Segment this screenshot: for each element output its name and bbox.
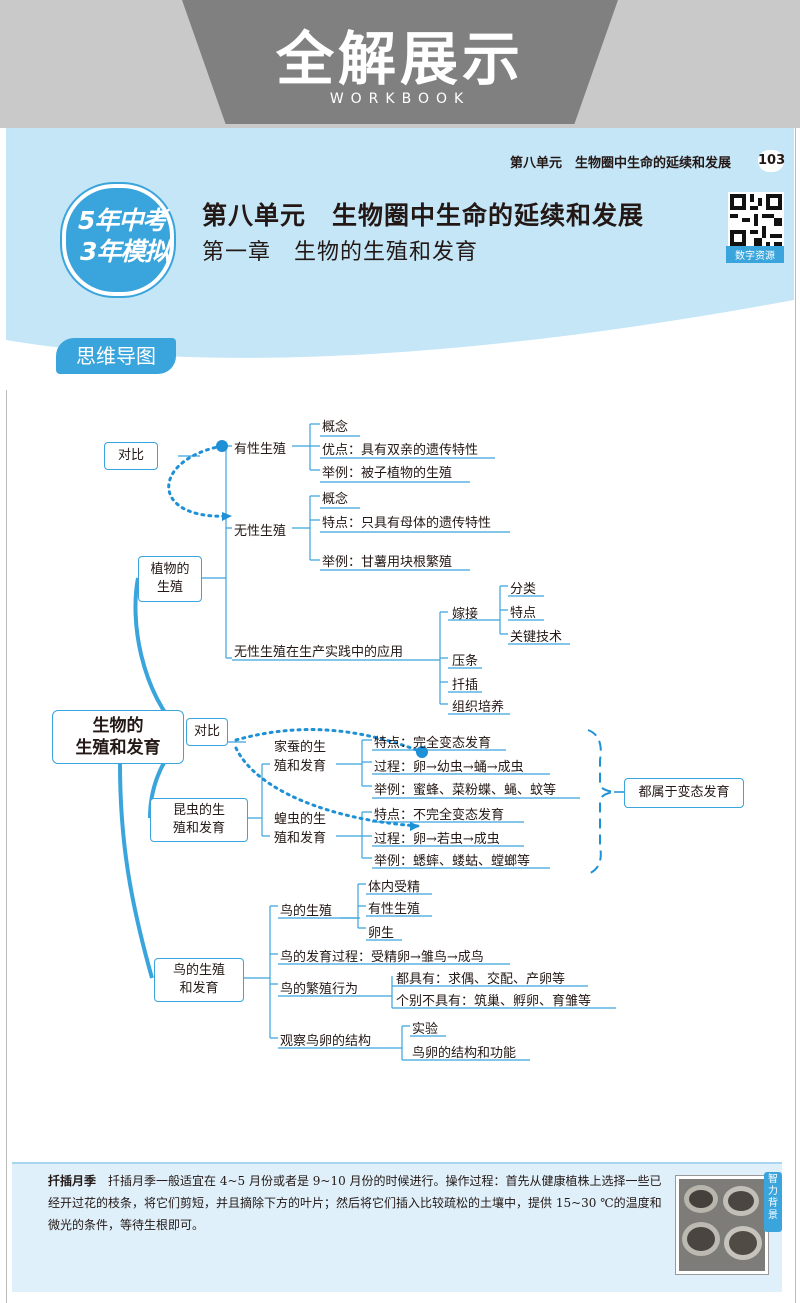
- node-bird-reproduction: 鸟的生殖: [280, 904, 333, 919]
- node-bird-behavior: 鸟的繁殖行为: [280, 982, 359, 997]
- node-bird-behavior-item: 都具有：求偶、交配、产卵等: [396, 972, 566, 987]
- node-bird-egg-item: 鸟卵的结构和功能: [412, 1046, 517, 1061]
- node-metamorphosis-summary: 都属于变态发育: [624, 778, 744, 808]
- node-asexual: 无性生殖: [234, 524, 287, 539]
- tip-box: [12, 1162, 782, 1292]
- node-grafting-item: 特点: [510, 606, 537, 621]
- tip-title: 扦插月季: [48, 1174, 97, 1188]
- node-bird-reproduction-item: 有性生殖: [368, 902, 421, 917]
- node-bird-development: 鸟的发育过程：受精卵→雏鸟→成鸟: [280, 950, 484, 965]
- node-bird-behavior-item: 个别不具有：筑巢、孵卵、育雏等: [396, 994, 592, 1009]
- logo-line2: 3年模拟: [80, 237, 169, 266]
- qr-code-icon[interactable]: [728, 192, 784, 248]
- node-sexual-item: 优点：具有双亲的遗传特性: [322, 443, 479, 458]
- node-sexual-item: 概念: [322, 420, 349, 435]
- series-logo: [62, 184, 174, 296]
- node-plant: 植物的 生殖: [138, 556, 202, 602]
- node-silkworm: 家蚕的生 殖和发育: [274, 740, 327, 774]
- section-tag: 思维导图: [56, 338, 176, 374]
- tip-body: 扦插月季一般适宜在 4~5 月份或者是 9~10 月份的时候进行。操作过程：首先…: [48, 1174, 662, 1232]
- running-head: 第八单元 生物圈中生命的延续和发展: [510, 156, 732, 171]
- header-wave: [6, 300, 794, 390]
- node-sexual: 有性生殖: [234, 442, 287, 457]
- node-locust-item: 特点：不完全变态发育: [374, 808, 505, 823]
- node-silkworm-item: 过程：卵→幼虫→蛹→成虫: [374, 760, 524, 775]
- banner-subtitle: WORKBOOK: [329, 91, 471, 107]
- logo-line1: 5年中考: [78, 206, 167, 235]
- node-silkworm-item: 特点：完全变态发育: [374, 736, 492, 751]
- node-grafting-item: 关键技术: [510, 630, 563, 645]
- tip-side-label: 智力背景: [764, 1172, 782, 1232]
- node-bird-egg: 观察鸟卵的结构: [280, 1034, 372, 1049]
- banner-title: 全解展示: [275, 25, 524, 93]
- node-bird-reproduction-item: 体内受精: [368, 880, 421, 895]
- node-locust-item: 举例：蟋蟀、蝼蛄、螳螂等: [374, 854, 531, 869]
- unit-title: 第八单元 生物圈中生命的延续和发展: [202, 201, 645, 230]
- node-asexual-item: 概念: [322, 492, 349, 507]
- node-grafting: 嫁接: [452, 607, 479, 622]
- node-silkworm-item: 举例：蜜蜂、菜粉蝶、蝇、蚊等: [374, 783, 557, 798]
- node-plant-compare: 对比: [104, 442, 158, 470]
- node-locust: 蝗虫的生 殖和发育: [274, 812, 327, 846]
- node-insect: 昆虫的生 殖和发育: [150, 798, 248, 842]
- node-application: 无性生殖在生产实践中的应用: [234, 645, 404, 660]
- node-application-item: 组织培养: [452, 700, 505, 715]
- node-bird: 鸟的生殖 和发育: [154, 958, 244, 1002]
- node-asexual-item: 举例：甘薯用块根繁殖: [322, 555, 453, 570]
- chapter-title: 第一章 生物的生殖和发育: [202, 240, 479, 265]
- node-asexual-item: 特点：只具有母体的遗传特性: [322, 516, 492, 531]
- node-application-item: 扦插: [452, 678, 479, 693]
- node-bird-egg-item: 实验: [412, 1022, 439, 1037]
- mindmap-root: 生物的 生殖和发育: [52, 710, 184, 764]
- banner-plate: [182, 0, 618, 124]
- qr-label: 数字资源: [726, 246, 784, 263]
- tip-photo: [676, 1176, 768, 1274]
- tip-text: 扦插月季 扦插月季一般适宜在 4~5 月份或者是 9~10 月份的时候进行。操作…: [48, 1170, 670, 1236]
- node-locust-item: 过程：卵→若虫→成虫: [374, 832, 500, 847]
- node-insect-compare: 对比: [186, 718, 228, 746]
- node-bird-reproduction-item: 卵生: [368, 926, 395, 941]
- node-grafting-item: 分类: [510, 582, 537, 597]
- node-application-item: 压条: [452, 654, 479, 669]
- page-number: 103: [758, 150, 785, 172]
- node-sexual-item: 举例：被子植物的生殖: [322, 466, 453, 481]
